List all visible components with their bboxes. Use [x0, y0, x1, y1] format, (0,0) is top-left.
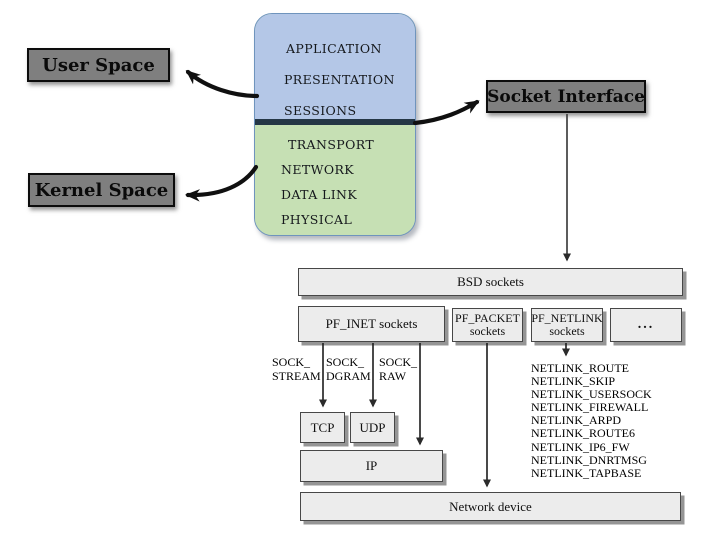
netlink-family-item: NETLINK_USERSOCK [531, 387, 652, 402]
pf-inet-sockets-label: PF_INET sockets [325, 316, 418, 331]
osi-layer-network: NETWORK [281, 162, 355, 177]
ip-label: IP [365, 458, 378, 473]
netlink-family-item: NETLINK_DNRTMSG [531, 452, 647, 467]
tcp-box: TCP [300, 412, 345, 443]
netlink-family-item: NETLINK_SKIP [531, 374, 615, 389]
bsd-sockets-box: BSD sockets [298, 268, 683, 296]
netlink-family-item: NETLINK_IP6_FW [531, 439, 630, 454]
ip-box: IP [300, 450, 443, 482]
pf-inet-sockets-box: PF_INET sockets [298, 306, 445, 342]
osi-layer-presentation: PRESENTATION [284, 72, 395, 87]
sock-stream-label: SOCK_ STREAM [272, 355, 321, 383]
arrow-stack-to-socket-interface [412, 99, 480, 126]
osi-kernel-space-section [255, 125, 415, 235]
osi-layer-physical: PHYSICAL [281, 212, 353, 227]
pf-packet-line1: PF_PACKET [455, 310, 520, 325]
netlink-family-item: NETLINK_ROUTE6 [531, 426, 635, 441]
user-kernel-divider [255, 119, 415, 125]
pf-packet-sockets-box: PF_PACKET sockets [452, 308, 523, 342]
osi-layer-application: APPLICATION [286, 41, 382, 56]
pf-packet-line2: sockets [469, 324, 506, 338]
ellipsis-label: ... [637, 317, 655, 332]
netlink-family-item: NETLINK_FIREWALL [531, 400, 649, 415]
arrow-stack-to-user-space [185, 69, 260, 99]
pf-netlink-line1: PF_NETLINK [531, 310, 603, 325]
netlink-families-list: NETLINK_ROUTE NETLINK_SKIP NETLINK_USERS… [531, 361, 652, 480]
udp-label: UDP [359, 419, 386, 435]
kernel-space-label: Kernel Space [34, 179, 169, 201]
sock-stream-line2: STREAM [272, 368, 321, 383]
user-space-box: User Space [27, 48, 170, 82]
osi-stack-box: APPLICATION PRESENTATION SESSIONS TRANSP… [254, 13, 416, 236]
pf-netlink-sockets-box: PF_NETLINK sockets [531, 308, 603, 342]
netlink-family-item: NETLINK_ARPD [531, 413, 621, 428]
network-device-label: Network device [449, 498, 532, 514]
other-protocol-families-box: ... [610, 308, 682, 342]
network-device-box: Network device [300, 492, 681, 521]
user-space-label: User Space [42, 54, 155, 76]
bsd-sockets-label: BSD sockets [457, 274, 524, 289]
netlink-family-item: NETLINK_ROUTE [531, 361, 629, 375]
osi-layer-data-link: DATA LINK [281, 187, 358, 202]
osi-user-space-section [255, 14, 415, 119]
sock-dgram-line1: SOCK_ [326, 355, 365, 369]
sock-stream-line1: SOCK_ [272, 355, 311, 369]
sock-raw-label: SOCK_ RAW [379, 355, 418, 383]
sock-dgram-line2: DGRAM [326, 368, 371, 383]
sock-raw-line2: RAW [379, 368, 407, 383]
pf-netlink-line2: sockets [549, 324, 585, 338]
netlink-family-item: NETLINK_TAPBASE [531, 465, 642, 480]
sock-raw-line1: SOCK_ [379, 355, 418, 369]
socket-interface-box: Socket Interface [486, 80, 646, 113]
osi-layer-transport: TRANSPORT [288, 137, 375, 152]
kernel-space-box: Kernel Space [28, 173, 175, 207]
arrow-stack-to-kernel-space [184, 164, 259, 202]
osi-layer-sessions: SESSIONS [284, 103, 357, 118]
tcp-label: TCP [310, 419, 335, 435]
udp-box: UDP [350, 412, 395, 443]
sock-dgram-label: SOCK_ DGRAM [326, 355, 371, 383]
socket-interface-label: Socket Interface [487, 86, 645, 107]
